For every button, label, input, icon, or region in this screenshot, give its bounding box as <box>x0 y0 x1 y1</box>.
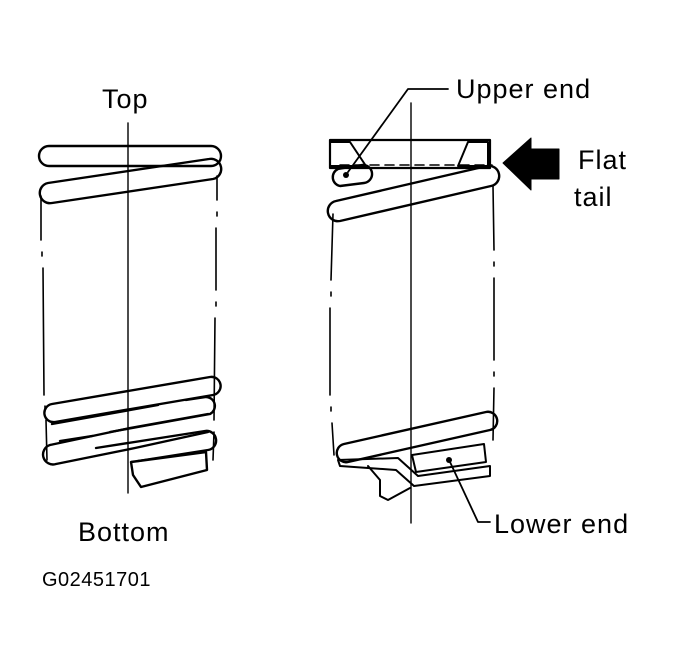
right-spring <box>326 88 501 524</box>
left-spring-lower-coil-4 <box>94 429 218 463</box>
upper-end-leader <box>347 88 449 173</box>
left-spring-bottom-end <box>129 450 209 489</box>
left-spring-lower-coil-3 <box>41 412 210 466</box>
right-spring-top-ring-left-notch <box>329 141 367 167</box>
right-spring-bottom-support <box>367 465 411 501</box>
flat-tail-arrow <box>502 137 560 191</box>
left-spring-top-coil <box>37 144 223 168</box>
top-label: Top <box>102 84 149 114</box>
lower-end-leader-dot <box>446 457 452 463</box>
right-spring-top-ring-right-notch <box>457 141 489 167</box>
upper-end-leader-dot <box>343 172 349 178</box>
lower-end-label: Lower end <box>494 509 630 539</box>
bottom-label: Bottom <box>78 517 170 547</box>
right-spring-upper-end-coil <box>331 163 374 188</box>
right-spring-upper-coil <box>326 164 501 223</box>
right-spring-right-outline <box>492 185 495 441</box>
lower-end-leader <box>449 461 491 523</box>
flat-tail-label-line1: Flat <box>578 145 628 175</box>
right-spring-bottom-seat <box>337 457 491 487</box>
right-spring-lower-end <box>411 443 487 473</box>
upper-end-label: Upper end <box>456 74 592 104</box>
left-spring-lower-coil-1 <box>43 375 222 424</box>
left-spring <box>37 122 223 494</box>
left-spring-right-outline <box>212 175 218 461</box>
figure-code: G02451701 <box>42 569 152 591</box>
left-spring-left-outline <box>40 195 48 461</box>
flat-tail-label-line2: tail <box>574 182 613 212</box>
right-spring-left-outline <box>329 213 335 456</box>
left-spring-upper-coil <box>38 157 223 205</box>
right-spring-lower-coil <box>335 410 499 464</box>
right-spring-top-ring <box>328 138 492 170</box>
